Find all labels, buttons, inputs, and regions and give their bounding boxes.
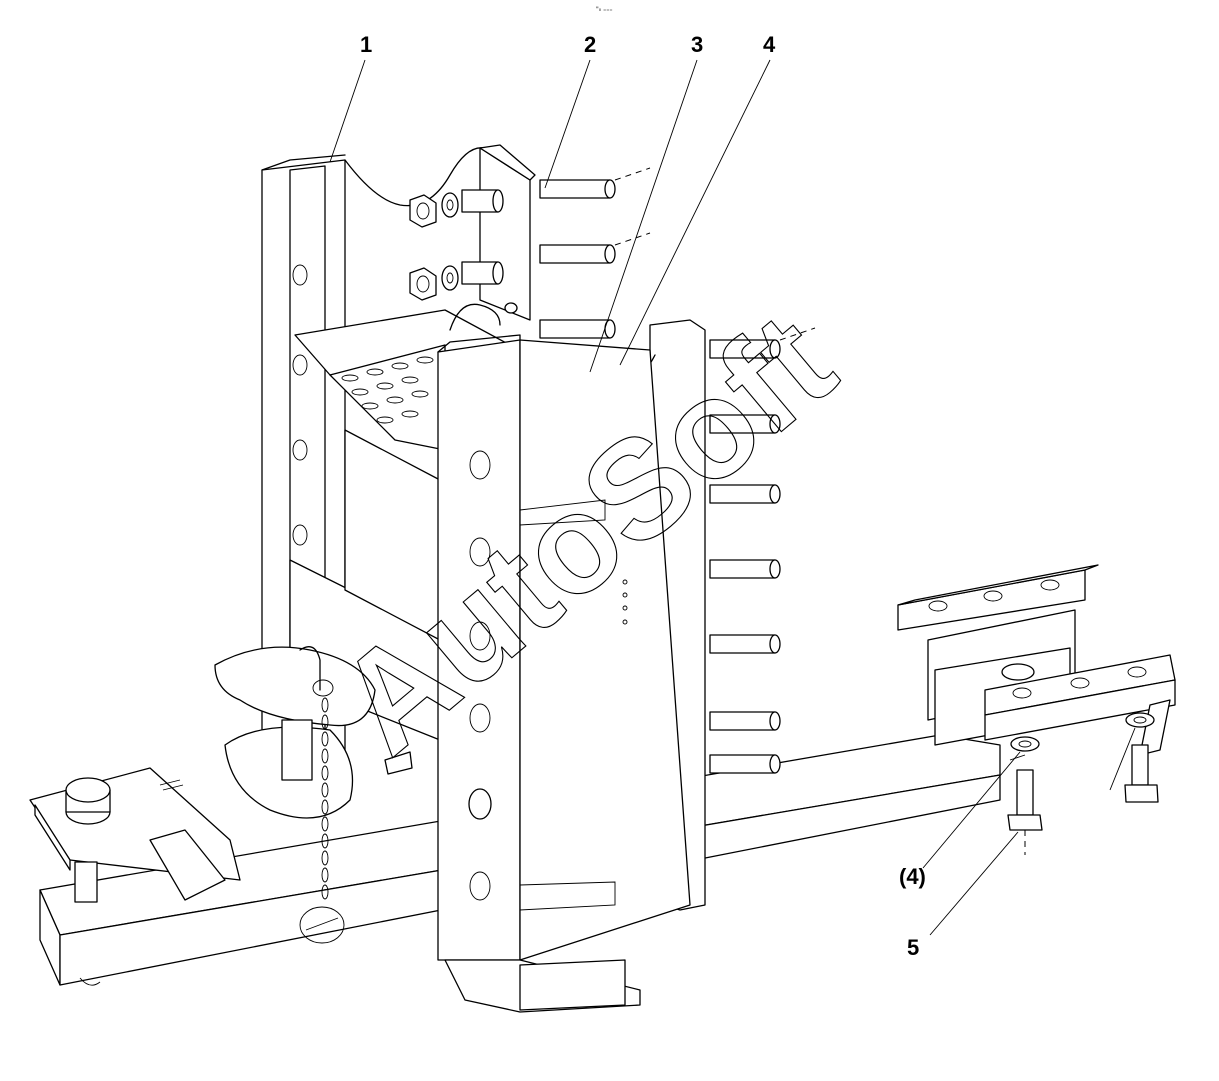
leader-lines <box>329 59 1136 936</box>
bolt-5-and-washer <box>1007 712 1159 855</box>
callout-1: 1 <box>360 32 373 57</box>
inner-frame <box>289 309 511 741</box>
callout-5: 5 <box>907 935 920 960</box>
rear-bolts <box>539 167 816 774</box>
chain <box>321 697 329 900</box>
tow-hook <box>214 646 413 944</box>
callout-2: 2 <box>584 32 597 57</box>
small-mark: "₀ ₌₌₌ <box>596 6 613 13</box>
side-bracket <box>897 564 1176 756</box>
plate-slots <box>341 356 434 424</box>
callout-3: 3 <box>691 32 704 57</box>
main-upright <box>437 334 691 1013</box>
callout-4: 4 <box>763 32 776 57</box>
pickup-hitch <box>29 767 241 903</box>
callout-4-repeat: (4) <box>899 864 926 889</box>
